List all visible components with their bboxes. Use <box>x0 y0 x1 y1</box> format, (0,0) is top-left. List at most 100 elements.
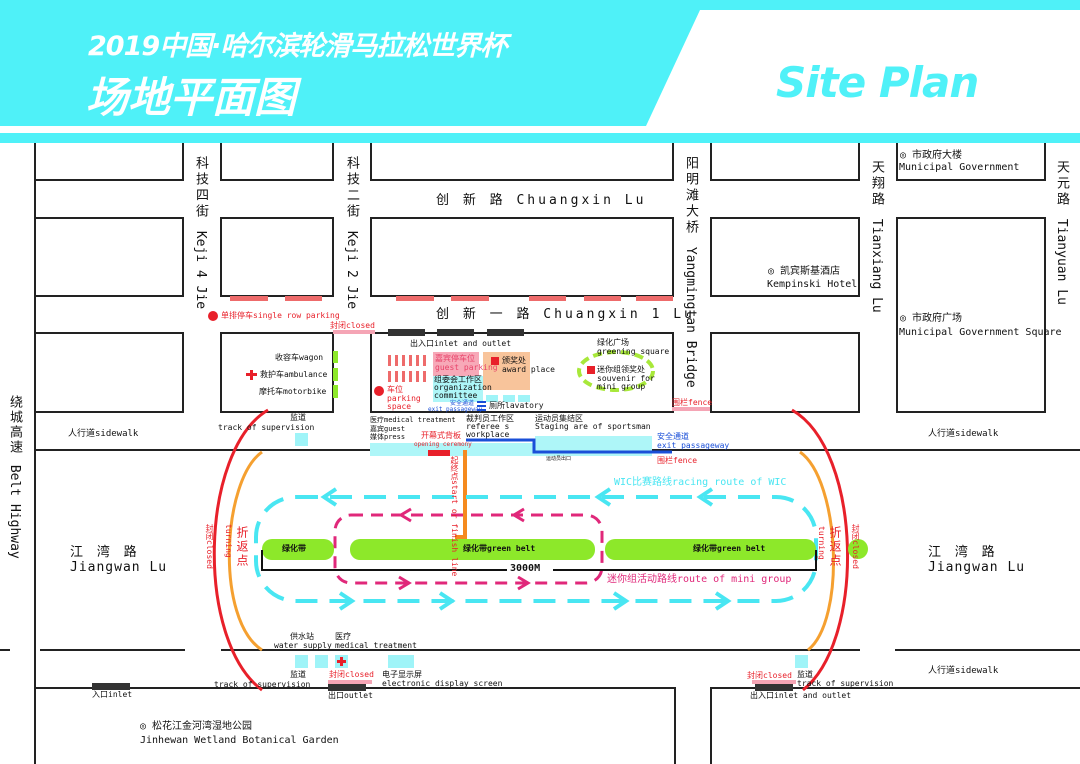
gate-bars <box>388 329 524 336</box>
souvenir-en2: mini group <box>597 382 646 391</box>
turning-line-right <box>799 450 835 652</box>
road-jiangwan-left-en: Jiangwan Lu <box>70 560 168 575</box>
road-jiangwan-right-cn: 江 湾 路 <box>928 545 998 560</box>
supervision-cn: 监道 <box>797 670 813 679</box>
organization-area <box>433 376 483 402</box>
single-row-parking-bars <box>230 296 673 301</box>
opening-en: opening ceremony <box>414 441 472 448</box>
parking-stripes <box>388 355 426 382</box>
header-bar <box>0 133 1080 143</box>
parking-space-cn: 车位 <box>387 385 403 394</box>
guest-label: 嘉宾guest <box>370 425 406 433</box>
turning-right-cn: 折返点 <box>828 526 842 568</box>
start-finish-label: 起终点start or finish line <box>450 456 459 577</box>
exit-passageway-cn: 安全通道 <box>657 432 689 441</box>
landmark-park-en: Jinhewan Wetland Botanical Garden <box>140 735 339 746</box>
inlet-outlet-label: 出入口inlet and outlet <box>410 339 512 348</box>
supervision-en: track of supervision <box>218 423 315 432</box>
closed-left-label: 封闭closed <box>205 524 214 569</box>
exit-passageway-line <box>466 438 672 454</box>
exit-small-en: exit passageway <box>428 406 483 413</box>
opening-cn: 开幕式背板 <box>421 431 461 440</box>
closed-right-label: 封闭closed <box>851 524 860 569</box>
ambulance-cross-icon <box>246 370 257 380</box>
org-cn: 组委会工作区 <box>434 375 482 384</box>
green-belt-label: 绿化带 <box>282 544 306 553</box>
closure-line-left <box>212 408 269 692</box>
parking-space-en1: parking <box>387 394 421 403</box>
closed-label: 封闭closed <box>330 321 375 330</box>
medical-cross-icon <box>337 657 346 666</box>
greening-cn: 绿化广场 <box>597 338 629 347</box>
inlet-outlet-label: 出入口inlet and outlet <box>750 691 852 700</box>
landmark-gov-en: Municipal Government <box>899 162 1020 173</box>
water-en: water supply <box>274 641 332 650</box>
souvenir-marker-icon <box>587 366 595 374</box>
road-belt-highway: 绕城高速 Belt Highway <box>7 395 22 559</box>
supervision-booth <box>295 433 308 446</box>
screen-en: electronic display screen <box>382 679 503 688</box>
exit-passageway-en: exit passageway <box>657 441 730 450</box>
single-row-parking-label: 单排停车single row parking <box>221 311 340 320</box>
water-cn: 供水站 <box>290 632 314 641</box>
opening-backdrop <box>428 450 450 456</box>
supervision-en: track of supervision <box>797 679 894 688</box>
outlet-label: 出口outlet <box>328 691 373 700</box>
supervision-cn: 监道 <box>290 413 306 422</box>
parking-p-icons <box>208 311 384 396</box>
inlet-label: 入口inlet <box>92 690 133 699</box>
athlete-exit-label: 运动员出口 <box>546 456 572 462</box>
mini-route-label: 迷你组活动路线route of mini group <box>607 574 792 585</box>
award-marker-icon <box>491 357 499 365</box>
medical2-cn: 医疗 <box>335 632 351 641</box>
bottom-booths <box>295 655 808 668</box>
referee-cn: 裁判员工作区 <box>466 414 514 423</box>
supervision-cn: 监道 <box>290 670 306 679</box>
green-belt-label: 绿化带green belt <box>693 544 766 553</box>
parking-space-en2: space <box>387 402 412 411</box>
site-plan-title: Site Plan <box>776 58 979 107</box>
landmark-park-cn: ◎ 松花江金河湾湿地公园 <box>140 721 253 732</box>
landmark-square-cn: ◎ 市政府广场 <box>900 313 963 324</box>
wic-route-label: WIC比赛路线racing route of WIC <box>614 477 787 488</box>
road-jiangwan-right-en: Jiangwan Lu <box>928 560 1026 575</box>
staging-cn: 运动员集结区 <box>535 414 583 423</box>
road-chuangxin1: 创 新 一 路 Chuangxin 1 Lu <box>436 307 695 322</box>
turning-left-en: turning <box>224 524 233 558</box>
landmark-gov-cn: ◎ 市政府大楼 <box>900 150 963 161</box>
award-area <box>483 352 530 390</box>
guest-parking-en: guest parking <box>435 363 498 372</box>
fence-label: 围栏fence <box>672 398 713 407</box>
landmark-square-en: Municipal Government Square <box>899 327 1062 338</box>
press-label: 媒体press <box>370 433 406 441</box>
start-finish-line <box>455 450 467 539</box>
sidewalk-label: 人行道sidewalk <box>68 429 139 439</box>
header-white-panel <box>646 10 1080 126</box>
sidewalk-label: 人行道sidewalk <box>928 666 999 676</box>
staging-en: Staging are of sportsman <box>535 422 651 431</box>
referee-en1: referee s <box>466 422 510 431</box>
page-title: 场地平面图 <box>86 73 297 122</box>
closed-bar <box>333 330 375 334</box>
souvenir-en1: souvenir for <box>597 374 655 383</box>
closed-label: 封闭closed <box>329 670 374 679</box>
referee-en2: workplace <box>466 430 510 439</box>
turning-left-cn: 折返点 <box>235 526 249 568</box>
bottom-gate-bars <box>92 683 793 691</box>
wagon-label: 收容车wagon <box>275 353 324 362</box>
mini-route-arrows <box>398 507 531 591</box>
org-en1: organization <box>434 383 492 392</box>
medical2-en: medical treatment <box>335 641 417 650</box>
supervision-en: track of supervision <box>214 680 311 689</box>
sidewalk-label: 人行道sidewalk <box>928 429 999 439</box>
guest-parking-area <box>433 352 479 376</box>
closed-label: 封闭closed <box>747 671 792 680</box>
award-cn: 颁奖处 <box>502 356 526 365</box>
org-en2: committee <box>434 391 478 400</box>
turning-right-en: turning <box>817 526 826 560</box>
award-en: award place <box>502 365 555 374</box>
road-keji2: 科技二街 Keji 2 Jie <box>344 156 359 310</box>
turning-line-left <box>227 450 263 652</box>
greening-en: greening square <box>597 347 670 356</box>
